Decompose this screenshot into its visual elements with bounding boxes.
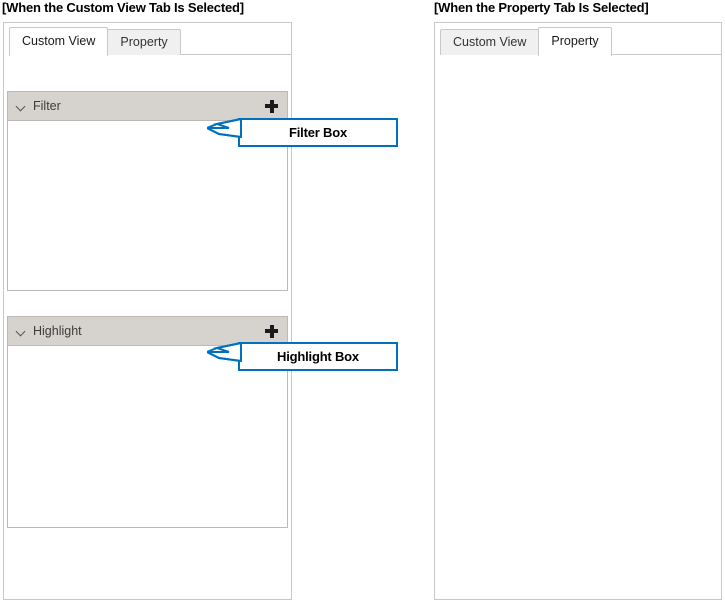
left-panel-tab-strip: Custom View Property bbox=[3, 22, 292, 56]
highlight-section-title: Highlight bbox=[33, 324, 82, 338]
tab-custom-view[interactable]: Custom View bbox=[440, 29, 540, 56]
highlight-box-callout-label: Highlight Box bbox=[277, 349, 359, 364]
chevron-down-icon[interactable] bbox=[16, 326, 27, 337]
right-panel-body[interactable] bbox=[434, 55, 722, 600]
tab-custom-view[interactable]: Custom View bbox=[9, 27, 109, 56]
plus-icon[interactable] bbox=[265, 99, 278, 113]
right-figure-caption: [When the Property Tab Is Selected] bbox=[434, 0, 649, 15]
filter-box-callout: Filter Box bbox=[207, 118, 398, 147]
right-panel: Custom View Property bbox=[434, 22, 722, 600]
filter-section-header[interactable]: Filter bbox=[7, 91, 288, 121]
tab-property[interactable]: Property bbox=[107, 29, 181, 56]
highlight-box-callout: Highlight Box bbox=[207, 342, 398, 371]
left-panel: Custom View Property Filter Highlight bbox=[3, 22, 292, 600]
chevron-down-icon[interactable] bbox=[16, 101, 27, 112]
filter-box-callout-label: Filter Box bbox=[289, 125, 347, 140]
highlight-section-header[interactable]: Highlight bbox=[7, 316, 288, 346]
filter-section-title: Filter bbox=[33, 99, 61, 113]
highlight-section: Highlight bbox=[7, 316, 288, 528]
filter-section: Filter bbox=[7, 91, 288, 291]
left-figure-caption: [When the Custom View Tab Is Selected] bbox=[2, 0, 244, 15]
tab-property[interactable]: Property bbox=[538, 27, 612, 56]
tab-strip-filler bbox=[610, 27, 721, 55]
filter-section-content[interactable] bbox=[7, 121, 288, 291]
right-panel-tab-strip: Custom View Property bbox=[434, 22, 722, 56]
highlight-section-content[interactable] bbox=[7, 346, 288, 528]
plus-icon[interactable] bbox=[265, 324, 278, 338]
tab-strip-filler bbox=[179, 27, 291, 55]
